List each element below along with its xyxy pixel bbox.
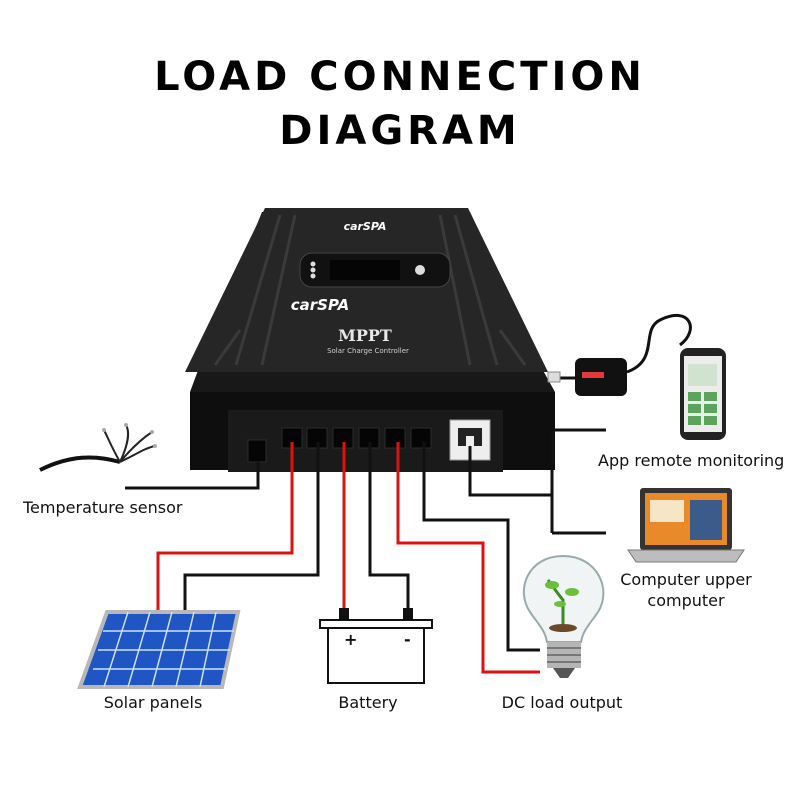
label-computer-line2: computer	[647, 591, 725, 610]
diagram-title: LOAD CONNECTION DIAGRAM	[0, 50, 800, 158]
controller-subtitle: Solar Charge Controller	[327, 347, 409, 355]
label-battery: Battery	[338, 693, 397, 712]
wires	[125, 428, 606, 674]
label-app-remote: App remote monitoring	[598, 451, 784, 470]
controller-brand: carSPA	[291, 296, 349, 314]
light-bulb-icon	[522, 554, 605, 678]
controller-model: MPPT	[338, 326, 392, 345]
battery-minus: -	[404, 630, 411, 649]
phone-icon	[680, 348, 726, 440]
temperature-sensor-icon	[39, 423, 157, 472]
controller-brand-top: carSPA	[344, 220, 387, 233]
wifi-module-icon	[547, 313, 692, 396]
label-temperature-sensor: Temperature sensor	[22, 498, 183, 517]
solar-panel-icon	[77, 610, 241, 689]
temp-sensor-port	[247, 439, 267, 463]
label-computer-line1: Computer upper	[620, 570, 752, 589]
title-line-2: DIAGRAM	[279, 108, 521, 154]
label-dc-load: DC load output	[502, 693, 623, 712]
battery-icon: + -	[319, 608, 433, 684]
charge-controller: carSPA carSPA MPPT Solar Charge Controll…	[185, 208, 555, 472]
label-solar-panels: Solar panels	[104, 693, 203, 712]
title-line-1: LOAD CONNECTION	[154, 54, 646, 100]
laptop-icon	[627, 488, 745, 563]
battery-plus: +	[344, 630, 357, 649]
